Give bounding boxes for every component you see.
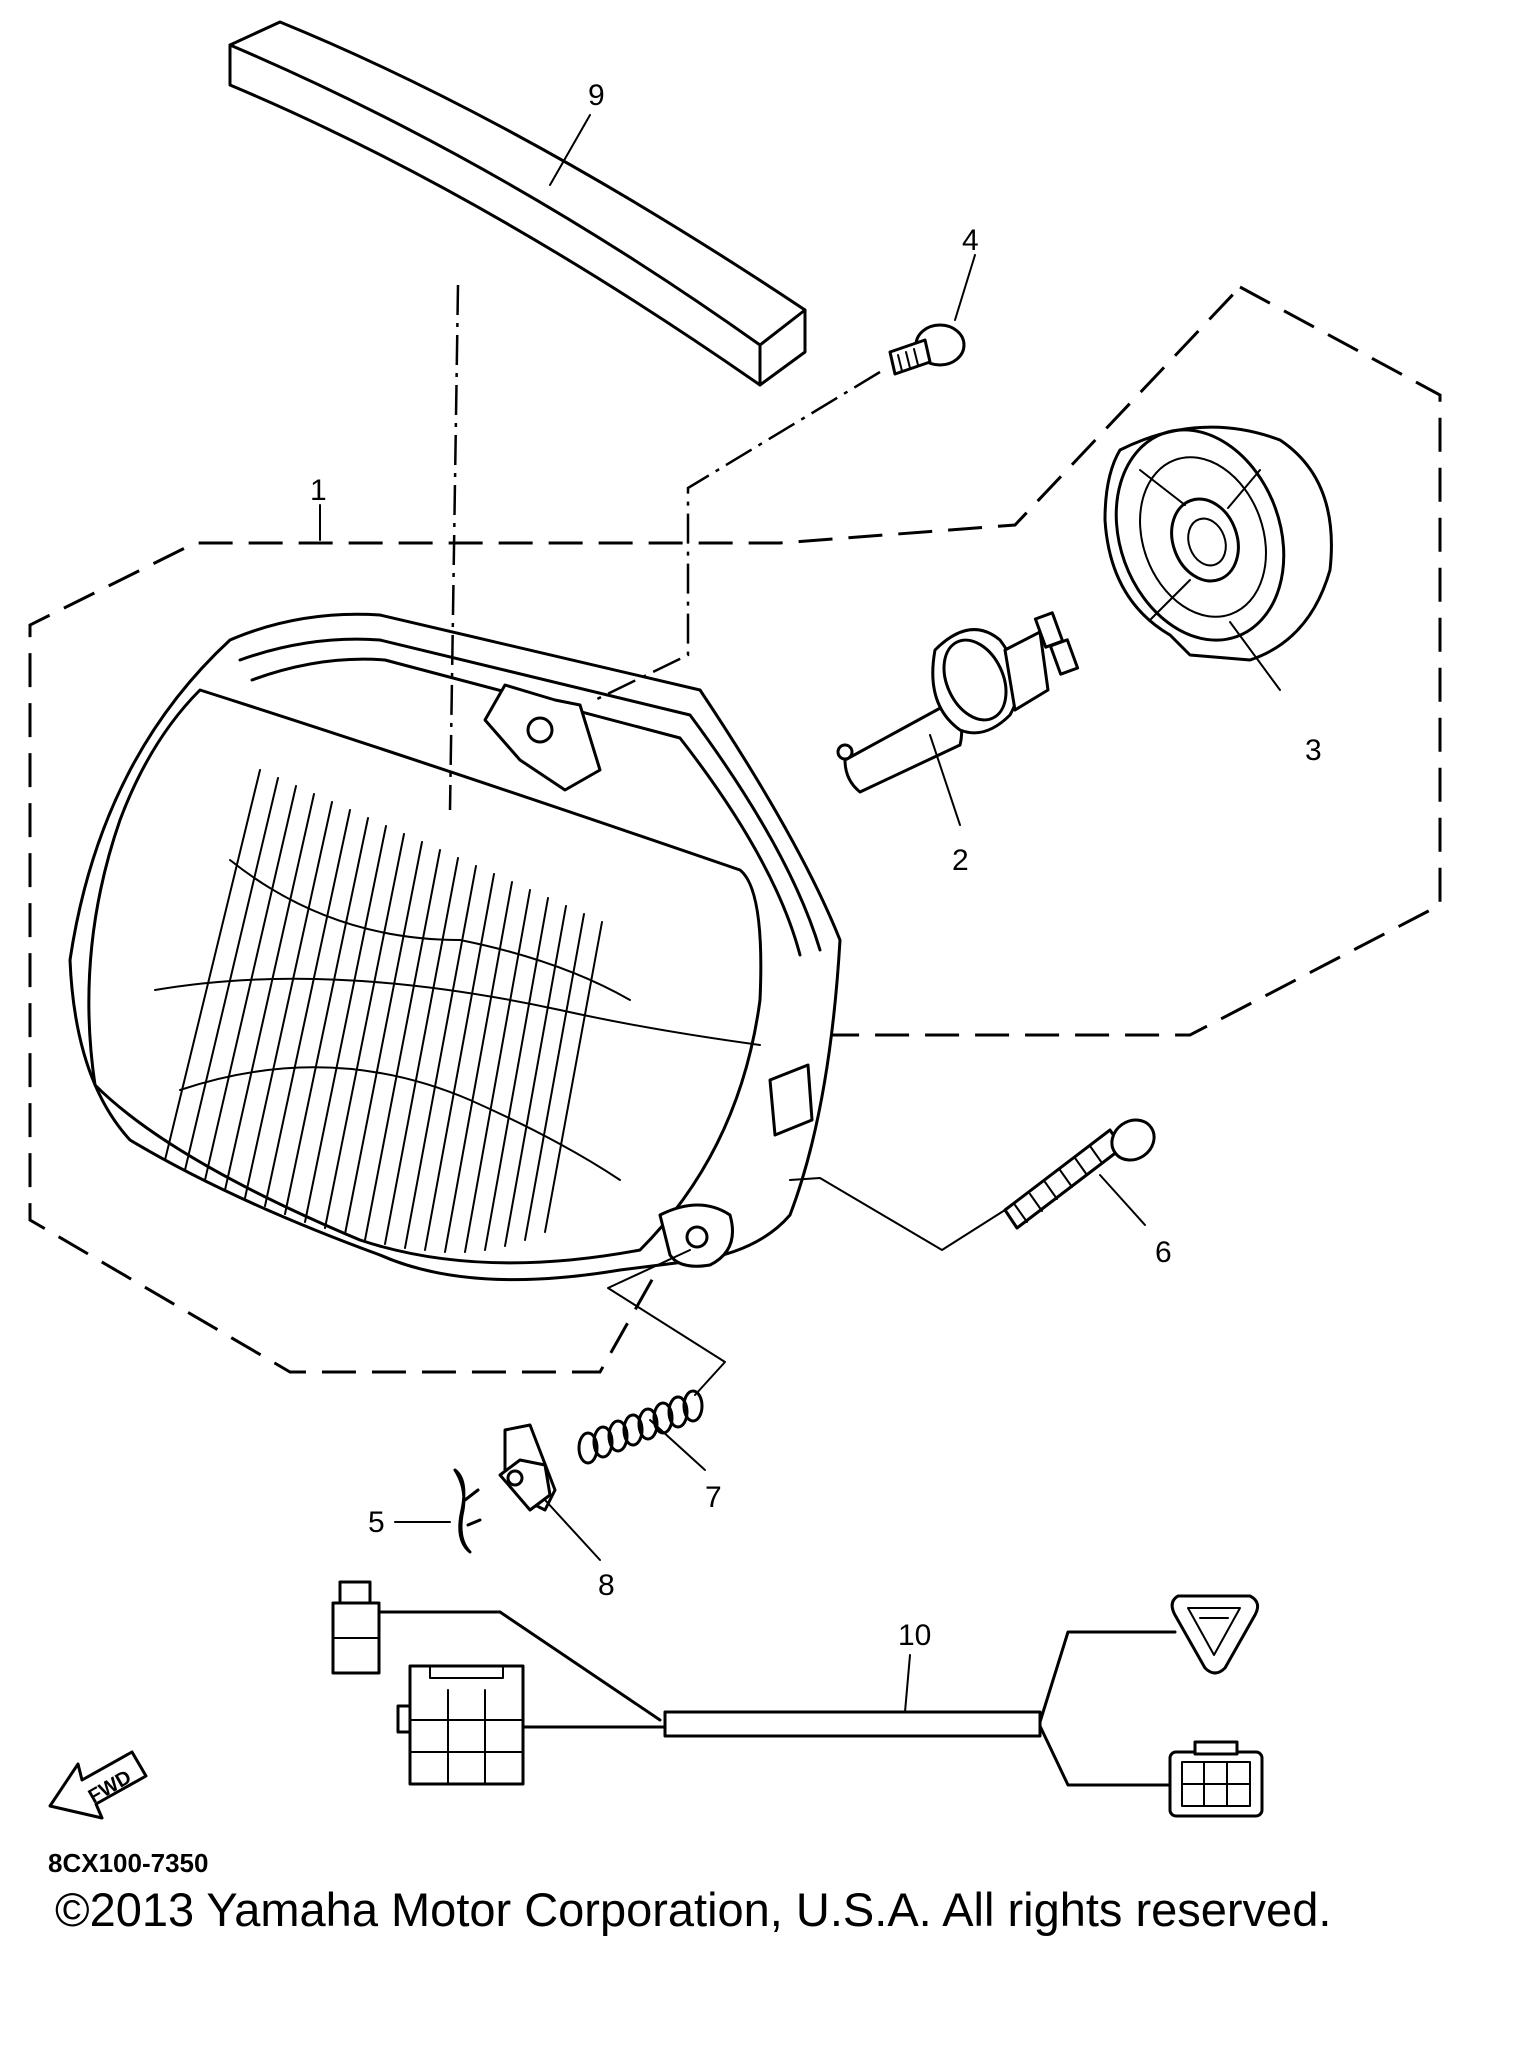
leader-6-center [789,1177,1006,1251]
assembly-outline [28,285,1442,1374]
callout-9: 9 [588,79,605,112]
copyright-notice: ©2013 Yamaha Motor Corporation, U.S.A. A… [55,1883,1332,1936]
callout-2: 2 [952,844,969,877]
callout-3: 3 [1305,734,1322,767]
leader-4-center [594,370,881,702]
diagram-code: 8CX100-7350 [48,1848,208,1878]
callout-6: 6 [1155,1236,1172,1269]
part-1-headlight [68,612,842,1282]
part-7-spring [577,1389,704,1465]
leader-7-center [607,1249,726,1396]
callout-4: 4 [962,224,979,257]
callout-1: 1 [310,474,327,507]
part-5-clip [453,1468,482,1554]
callout-7: 7 [705,1481,722,1514]
leader-9-center [448,284,460,811]
callout-10: 10 [898,1619,931,1652]
part-4-screw [888,323,966,376]
callout-leaders [319,114,1281,1713]
part-3-bulb-cover [1103,425,1333,662]
part-9-visor-pad [228,20,807,387]
part-8-nut [498,1423,557,1512]
part-2-bulb [836,611,1080,794]
part-10-wire-harness [331,1580,1264,1818]
fwd-arrow-icon: FWD [48,1750,148,1820]
callout-8: 8 [598,1569,615,1602]
part-6-screw [1003,1118,1156,1230]
callout-5: 5 [368,1506,385,1539]
